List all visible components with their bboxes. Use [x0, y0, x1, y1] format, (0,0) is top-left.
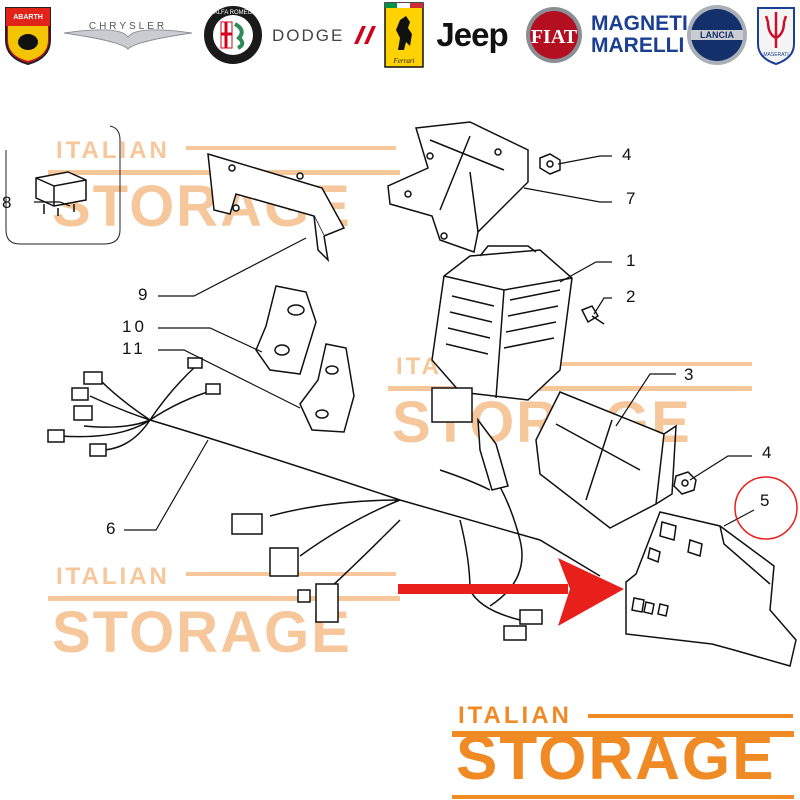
red-arrow-icon: [398, 558, 624, 626]
leader-lines: [34, 155, 755, 531]
callout-3: 3: [684, 365, 693, 384]
callout-4-top: 4: [622, 145, 631, 164]
logo-rule-bottom: [452, 795, 794, 799]
alfa-romeo-roundel-icon: ALFA ROMEO: [204, 6, 262, 64]
logo-rule-middle: [452, 731, 794, 737]
italian-storage-logo-line1: ITALIAN: [458, 702, 572, 729]
highlight-circle: [734, 476, 798, 540]
fiat-badge-icon: FIAT: [526, 7, 582, 63]
ferrari-logo: Ferrari: [384, 2, 424, 68]
abarth-text: ABARTH: [13, 14, 43, 21]
chrysler-wings-icon: CHRYSLER: [63, 21, 193, 50]
chrysler-logo: CHRYSLER: [60, 4, 196, 66]
dodge-text: DODGE: [272, 26, 344, 45]
callout-2: 2: [626, 287, 635, 306]
svg-text:STORAGE: STORAGE: [52, 600, 352, 665]
control-unit-part-1: [431, 245, 573, 401]
chrysler-text: CHRYSLER: [89, 21, 167, 32]
callout-9: 9: [138, 285, 147, 304]
logo-rule-top: [588, 714, 793, 718]
alfa-romeo-text: ALFA ROMEO: [214, 10, 253, 16]
maserati-logo: MASERATI: [754, 4, 798, 66]
callout-7: 7: [626, 189, 635, 208]
ferrari-prancing-horse-icon: Ferrari: [384, 2, 424, 68]
relay-bracket-outline: [5, 125, 121, 245]
callout-6: 6: [106, 519, 115, 538]
bracket-part-10: [255, 285, 317, 375]
ferrari-text: Ferrari: [393, 57, 415, 65]
callout-11: 11: [122, 339, 146, 358]
relay-part: [35, 171, 87, 216]
lancia-text: LANCIA: [700, 30, 734, 40]
callout-5: 5: [760, 491, 769, 510]
nut-part-4-top: [539, 153, 561, 175]
connectors-part-6: [47, 357, 543, 641]
bracket-part-7: [387, 121, 529, 253]
abarth-shield-icon: ABARTH: [5, 7, 51, 66]
lancia-shield-icon: LANCIA: [687, 5, 747, 65]
italian-storage-logo-line2: STORAGE: [456, 724, 776, 793]
cover-part-3: [535, 391, 677, 529]
svg-text:ITALIAN: ITALIAN: [56, 563, 170, 590]
bracket-part-9: [207, 152, 346, 263]
fiat-text: FIAT: [531, 26, 578, 48]
alfa-romeo-logo: ALFA ROMEO: [202, 4, 264, 66]
callout-4-lower: 4: [762, 443, 771, 462]
jeep-logo: Jeep: [428, 4, 516, 66]
lancia-logo: LANCIA: [684, 4, 750, 66]
nut-part-4-lower: [673, 471, 697, 495]
brand-logo-bar: ABARTH CHRYSLER ALFA ROMEO DODGE Ferrari: [0, 0, 800, 74]
fiat-logo: FIAT: [524, 4, 584, 66]
svg-text:ITALIAN: ITALIAN: [56, 137, 170, 164]
screw-part-2: [580, 305, 605, 325]
callout-1: 1: [626, 251, 635, 270]
magneti-marelli-logo: MAGNETI MARELLI: [588, 4, 688, 66]
bracket-part-11: [299, 343, 355, 433]
maserati-trident-icon: MASERATI: [757, 7, 795, 66]
callout-10: 10: [122, 317, 147, 336]
dodge-logo: DODGE: [270, 4, 376, 66]
dodge-stripes-icon: DODGE: [272, 26, 376, 45]
magneti-marelli-text: MAGNETI MARELLI: [591, 12, 688, 57]
jeep-text: Jeep: [436, 16, 508, 53]
callout-8: 8: [2, 193, 11, 212]
maserati-text: MASERATI: [763, 52, 788, 58]
watermark-lower: ITALIAN STORAGE: [48, 563, 400, 665]
abarth-logo: ABARTH: [2, 4, 54, 66]
module-part-5: [625, 511, 797, 667]
